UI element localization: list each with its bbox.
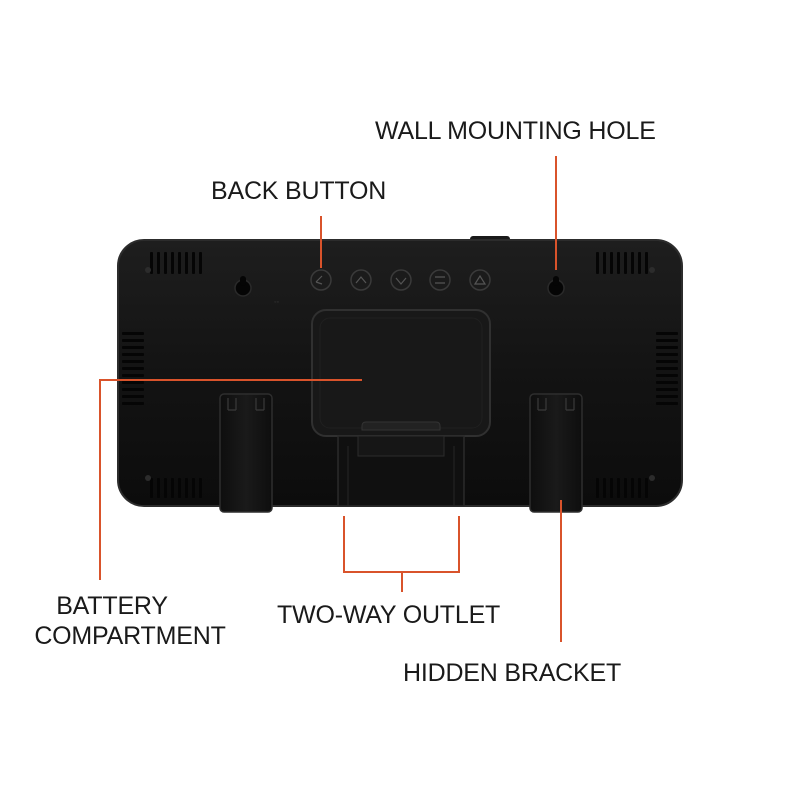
vent-slot xyxy=(122,353,144,356)
vent-slot xyxy=(656,381,678,384)
vent-slot xyxy=(199,252,202,274)
vent-slots xyxy=(122,252,678,498)
battery-latch[interactable] xyxy=(361,421,441,431)
down-icon xyxy=(395,277,407,285)
hidden-bracket-right[interactable] xyxy=(529,393,583,513)
vent-slot xyxy=(617,252,620,274)
vent-slot xyxy=(192,478,195,498)
back-button[interactable] xyxy=(310,269,332,291)
callout-line-two-way-outlet xyxy=(343,516,460,592)
snooze-icon xyxy=(435,276,445,284)
snooze-button[interactable] xyxy=(429,269,451,291)
vent-slot xyxy=(122,332,144,335)
vent-slot xyxy=(185,478,188,498)
vent-slot xyxy=(645,252,648,274)
button-row xyxy=(310,269,491,291)
vent-slot xyxy=(596,478,599,498)
label-wall-mounting-hole: WALL MOUNTING HOLE xyxy=(375,117,656,145)
up-button[interactable] xyxy=(350,269,372,291)
two-way-outlet xyxy=(337,435,465,507)
vent-slot xyxy=(192,252,195,274)
vent-slot xyxy=(122,395,144,398)
alarm-button[interactable] xyxy=(469,269,491,291)
wall-mounting-hole-right xyxy=(547,276,565,297)
vent-slot xyxy=(122,381,144,384)
vent-slot xyxy=(150,478,153,498)
vent-slot xyxy=(122,339,144,342)
back-icon xyxy=(315,275,323,285)
vent-slot xyxy=(656,346,678,349)
vent-slot xyxy=(656,339,678,342)
wall-mounting-hole-left xyxy=(234,276,252,297)
label-hidden-bracket: HIDDEN BRACKET xyxy=(403,659,622,687)
down-button[interactable] xyxy=(390,269,412,291)
vent-slot xyxy=(178,478,181,498)
screw-top-right xyxy=(649,267,655,273)
vent-slot xyxy=(645,478,648,498)
label-battery-compartment-line1: BATTERY xyxy=(56,592,168,620)
vent-slot xyxy=(199,478,202,498)
vent-slot xyxy=(656,332,678,335)
vent-slot xyxy=(638,478,641,498)
vent-slot xyxy=(122,367,144,370)
vent-slot xyxy=(122,388,144,391)
vent-slot xyxy=(122,402,144,405)
vent-slot xyxy=(122,360,144,363)
vent-slot xyxy=(164,252,167,274)
vent-slot xyxy=(164,478,167,498)
label-back-button: BACK BUTTON xyxy=(211,177,387,205)
vent-slot xyxy=(603,478,606,498)
alarm-icon xyxy=(473,274,487,285)
screw-top-left xyxy=(145,267,151,273)
vent-slot xyxy=(157,478,160,498)
vent-slot xyxy=(150,252,153,274)
vent-slot xyxy=(656,360,678,363)
vent-slot xyxy=(624,252,627,274)
vent-slot xyxy=(185,252,188,274)
vent-slot xyxy=(596,252,599,274)
vent-slot xyxy=(624,478,627,498)
vent-slot xyxy=(656,402,678,405)
screw-bottom-left xyxy=(145,475,151,481)
label-battery-compartment: BATTERY COMPARTMENT xyxy=(30,591,230,651)
vent-slot xyxy=(638,252,641,274)
embossed-mark: ◦◦ xyxy=(274,299,279,306)
callout-line-battery-compartment xyxy=(99,379,362,580)
vent-slot xyxy=(157,252,160,274)
screw-bottom-right xyxy=(649,475,655,481)
vent-slot xyxy=(171,478,174,498)
vent-slot xyxy=(656,353,678,356)
vent-slot xyxy=(603,252,606,274)
vent-slot xyxy=(656,374,678,377)
vent-slot xyxy=(656,395,678,398)
vent-slot xyxy=(617,478,620,498)
vent-slot xyxy=(631,252,634,274)
vent-slot xyxy=(178,252,181,274)
vent-slot xyxy=(610,252,613,274)
vent-slot xyxy=(656,367,678,370)
vent-slot xyxy=(122,346,144,349)
battery-compartment[interactable] xyxy=(311,309,491,437)
label-battery-compartment-line2: COMPARTMENT xyxy=(34,622,226,650)
corner-screws xyxy=(145,267,655,481)
up-icon xyxy=(355,276,367,284)
vent-slot xyxy=(171,252,174,274)
hidden-bracket-left[interactable] xyxy=(219,393,273,513)
vent-slot xyxy=(631,478,634,498)
vent-slot xyxy=(122,374,144,377)
vent-slot xyxy=(610,478,613,498)
label-two-way-outlet: TWO-WAY OUTLET xyxy=(277,601,501,629)
callout-lines xyxy=(99,156,562,642)
vent-slot xyxy=(656,388,678,391)
